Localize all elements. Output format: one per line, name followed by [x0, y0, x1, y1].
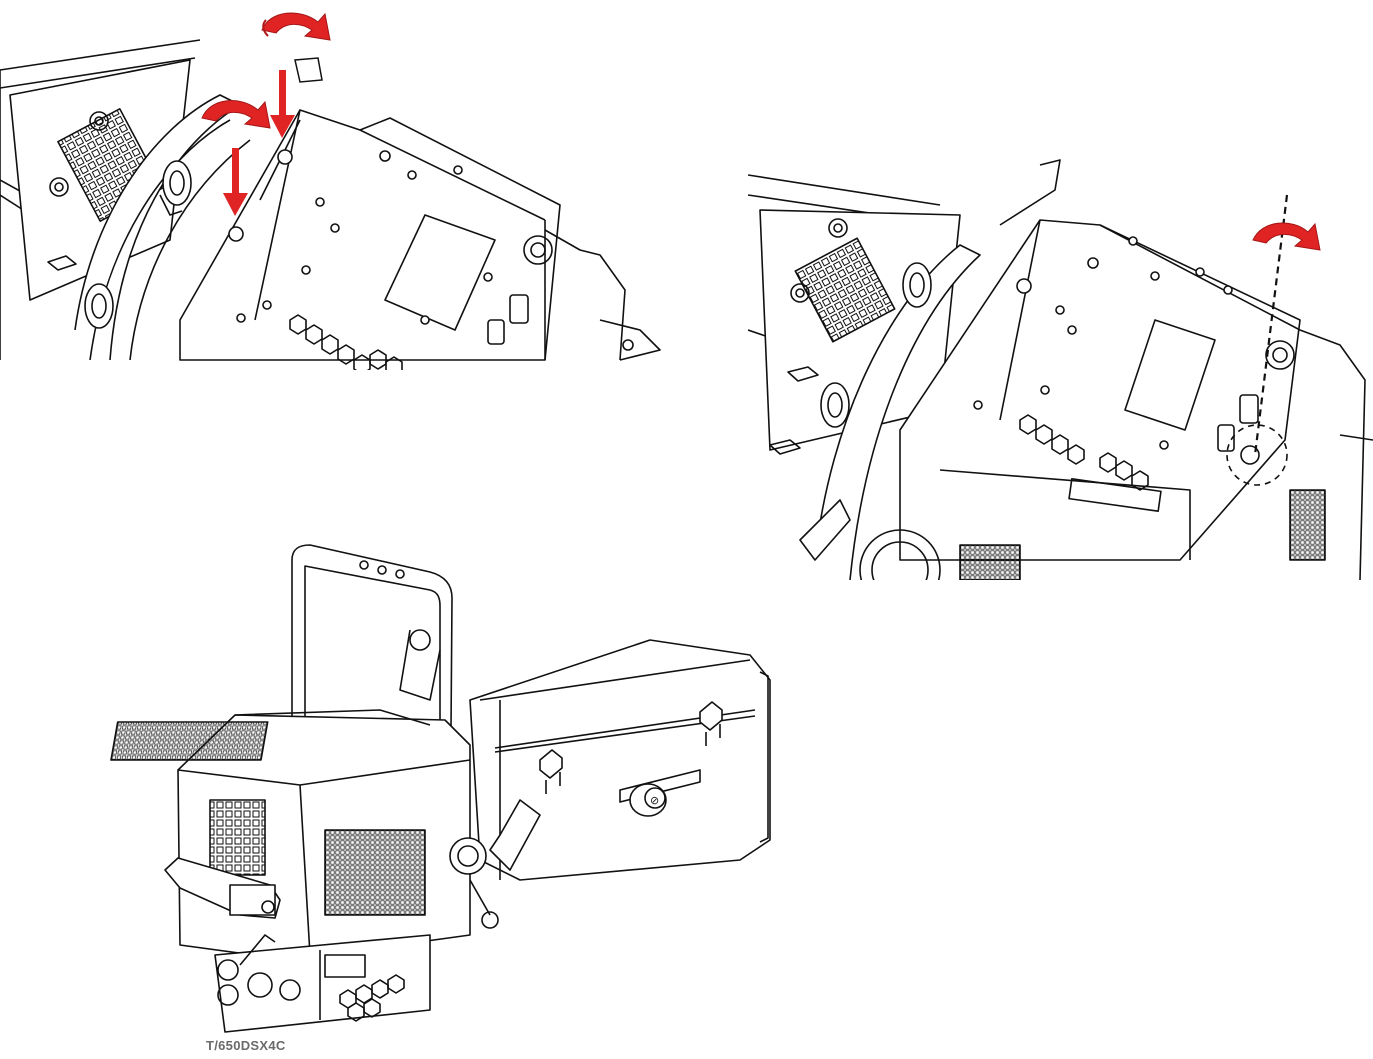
honeycomb-vent: [1019, 414, 1149, 491]
spotlight-fixture: ⊘: [110, 544, 771, 1033]
rotate-arrow-icon: [1252, 222, 1321, 251]
svg-text:⊘: ⊘: [650, 794, 659, 807]
figure-caption: T/650DSX4C: [206, 1038, 286, 1053]
pivot-knob: [449, 799, 541, 929]
rotate-arrow-icon: [261, 12, 331, 41]
panel-top-left: [0, 39, 661, 370]
dashed-axis-line: [1253, 194, 1289, 456]
down-arrow-icon: [270, 70, 295, 138]
barrel-clamp: [539, 749, 563, 794]
rotate-arrow-icon: [201, 100, 271, 129]
yoke-knob: [84, 283, 114, 329]
handle: [164, 857, 281, 919]
down-arrow-icon: [223, 148, 248, 216]
focus-knob: ⊘: [619, 769, 701, 817]
honeycomb-vent: [289, 314, 403, 370]
honeycomb-vent: [339, 974, 405, 1022]
dashed-highlight-circle: [1226, 424, 1288, 486]
yoke-knob: [159, 160, 192, 216]
panel-top-right: [748, 159, 1373, 580]
barrel-clamp: [699, 701, 723, 746]
